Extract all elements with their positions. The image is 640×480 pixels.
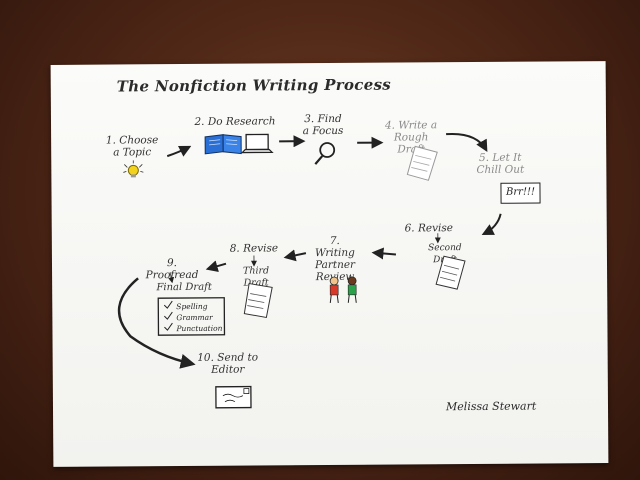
arrow-4-to-5 [446, 132, 488, 152]
arrow-6-to-7 [371, 247, 397, 260]
magnifier-icon [314, 142, 336, 165]
checklist-box [157, 297, 226, 336]
arrow-7-to-8 [283, 249, 307, 262]
envelope-icon [215, 385, 252, 409]
arrow-1-to-2 [166, 145, 192, 158]
draft-page-icon-rough [406, 145, 438, 181]
people-icon [329, 276, 357, 304]
draft-page-icon-second [435, 255, 466, 290]
draft-page-icon-third [243, 282, 273, 319]
paper-sheet: The Nonfiction Writing Process 1. Choose… [50, 61, 609, 467]
arrow-8-to-9 [205, 260, 227, 272]
hand-drawn-artwork [117, 132, 502, 409]
laptop-icon [240, 133, 274, 154]
arrow-5-to-6 [481, 213, 502, 236]
book-icon [204, 134, 242, 155]
lightbulb-icon [123, 160, 144, 178]
arrow-9-to-10 [117, 277, 196, 369]
